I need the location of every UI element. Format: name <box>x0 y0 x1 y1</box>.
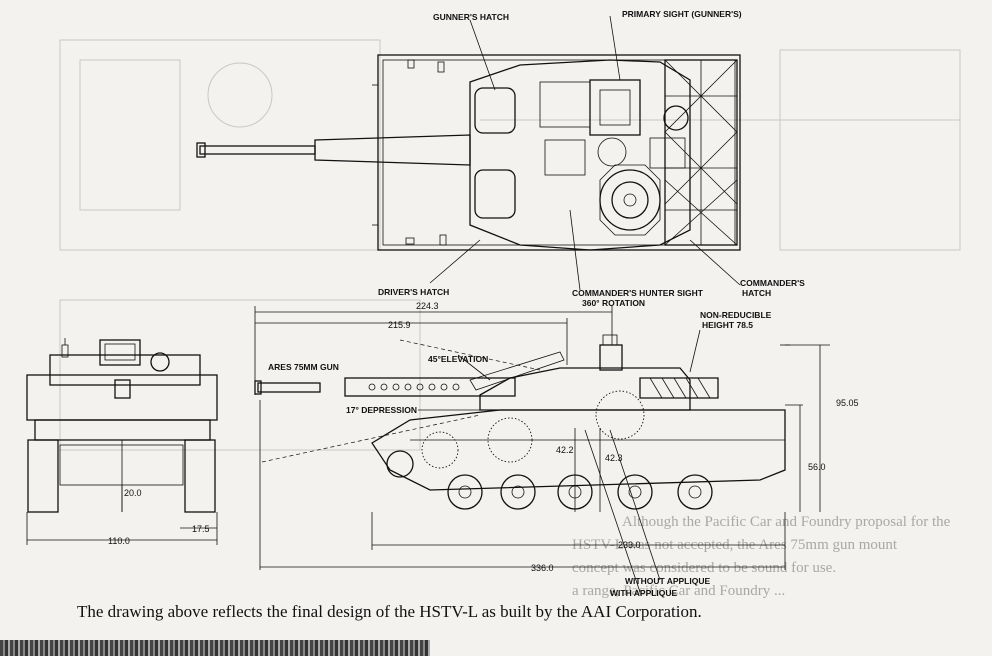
top-view <box>196 54 741 251</box>
without-applique-label: WITHOUT APPLIQUE <box>625 576 710 586</box>
dim-95: 95.05 <box>836 398 859 408</box>
dim-336: 336.0 <box>531 563 554 573</box>
rotation-label: 360° ROTATION <box>582 298 645 308</box>
dim-233: 233.0 <box>618 540 641 550</box>
dim-110: 110.0 <box>108 536 130 546</box>
drivers-hatch-label: DRIVER'S HATCH <box>378 287 449 297</box>
dim-56: 56.0 <box>808 462 826 472</box>
gunners-hatch-label: GUNNER'S HATCH <box>433 12 509 22</box>
dim-42-3: 42.3 <box>605 453 623 463</box>
gun-label: ARES 75MM GUN <box>268 362 339 372</box>
technical-drawing: Although the Pacific Car and Foundry pro… <box>26 9 961 599</box>
dim-20: 20.0 <box>124 488 142 498</box>
dim-215: 215.9 <box>388 320 411 330</box>
figure-caption: The drawing above reflects the final des… <box>77 602 702 621</box>
depression-label: 17° DEPRESSION <box>346 405 417 415</box>
primary-sight-label: PRIMARY SIGHT (GUNNER'S) <box>622 9 742 19</box>
leader-lines <box>418 15 741 593</box>
commanders-hunter-sight-label: COMMANDER'S HUNTER SIGHT <box>572 288 704 298</box>
front-view <box>26 338 218 513</box>
dim-224: 224.3 <box>416 301 439 311</box>
non-reducible-label: NON-REDUCIBLE <box>700 310 772 320</box>
bleed-through-text: Although the Pacific Car and Foundry pro… <box>572 514 951 599</box>
dim-17-5: 17.5 <box>192 524 210 534</box>
with-applique-label: WITH APPLIQUE <box>610 588 678 598</box>
commanders-hatch-label: COMMANDER'S <box>740 278 805 288</box>
dim-42-2: 42.2 <box>556 445 574 455</box>
commanders-hatch-label-2: HATCH <box>742 288 771 298</box>
non-reducible-height-label: HEIGHT 78.5 <box>702 320 753 330</box>
adjacent-photo-edge <box>0 640 430 656</box>
svg-text:a range, Pacific Car and Found: a range, Pacific Car and Foundry ... <box>572 583 785 599</box>
svg-text:concept was considered to be s: concept was considered to be sound for u… <box>572 560 836 576</box>
elevation-label: 45°ELEVATION <box>428 354 488 364</box>
svg-text:Although the Pacific Car and F: Although the Pacific Car and Foundry pro… <box>622 514 951 530</box>
dimension-lines <box>26 306 830 570</box>
